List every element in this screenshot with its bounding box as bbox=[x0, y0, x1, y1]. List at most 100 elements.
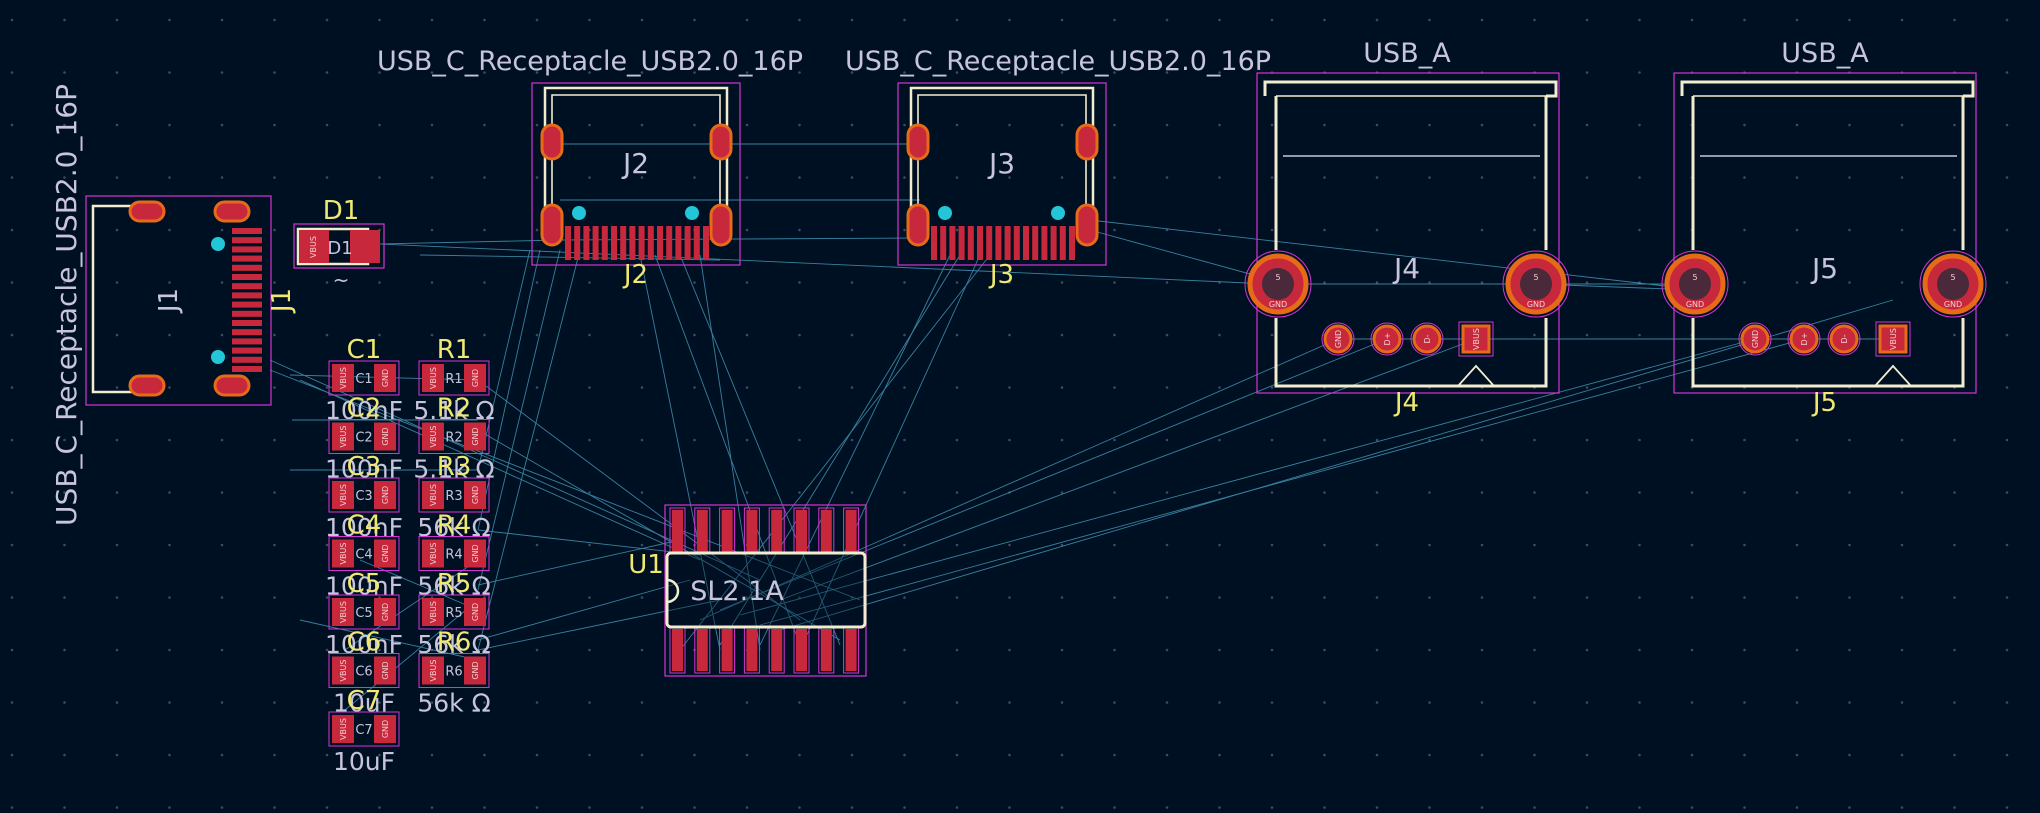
pad-1[interactable] bbox=[422, 598, 444, 626]
usbc-signal-pad[interactable] bbox=[565, 226, 571, 260]
usbc-signal-pad[interactable] bbox=[684, 226, 691, 260]
usbc-signal-pad[interactable] bbox=[638, 226, 645, 260]
usbc-signal-pad[interactable] bbox=[232, 310, 262, 317]
pad-1[interactable] bbox=[332, 656, 354, 685]
usbc-signal-pad[interactable] bbox=[693, 226, 700, 260]
usbc-signal-pad[interactable] bbox=[232, 274, 262, 280]
pad-1[interactable] bbox=[422, 539, 444, 568]
usbc-signal-pad[interactable] bbox=[1050, 226, 1057, 260]
j1-signal-pads[interactable] bbox=[232, 228, 262, 372]
u1-pads-bottom[interactable] bbox=[669, 626, 860, 674]
pad-2[interactable] bbox=[464, 422, 486, 451]
j4-pin-4[interactable]: VBUS bbox=[1458, 321, 1494, 357]
usbc-signal-pad[interactable] bbox=[232, 301, 262, 308]
usbc-signal-pad[interactable] bbox=[967, 226, 974, 260]
usbc-signal-pad[interactable] bbox=[1032, 226, 1039, 260]
usbc-signal-pad[interactable] bbox=[611, 226, 617, 260]
usbc-signal-pad[interactable] bbox=[574, 226, 581, 260]
pad-1[interactable] bbox=[332, 481, 354, 509]
pad-2[interactable] bbox=[374, 539, 396, 568]
usbc-signal-pad[interactable] bbox=[1059, 226, 1066, 260]
usbc-signal-pad[interactable] bbox=[232, 292, 262, 299]
j3-signal-pads[interactable] bbox=[931, 226, 1075, 260]
u1-pad[interactable] bbox=[672, 510, 683, 552]
pad-2[interactable] bbox=[374, 364, 396, 392]
pad-2[interactable] bbox=[464, 481, 486, 509]
u1-pad[interactable] bbox=[721, 510, 733, 552]
j5-pin-2[interactable]: D+ bbox=[1787, 322, 1821, 356]
pad-2[interactable] bbox=[374, 422, 396, 451]
usbc-signal-pad[interactable] bbox=[647, 226, 654, 260]
u1-pad[interactable] bbox=[696, 510, 708, 552]
pad-1[interactable] bbox=[332, 364, 354, 392]
u1-pad[interactable] bbox=[820, 629, 832, 671]
usbc-signal-pad[interactable] bbox=[232, 347, 262, 354]
d1-pad-1[interactable] bbox=[299, 230, 329, 263]
j5-shield-pad-left[interactable]: 5 GND bbox=[1661, 250, 1729, 318]
j4-pin-2[interactable]: D+ bbox=[1370, 322, 1404, 356]
usbc-signal-pad[interactable] bbox=[232, 264, 262, 271]
usbc-signal-pad[interactable] bbox=[232, 356, 262, 363]
usbc-signal-pad[interactable] bbox=[949, 226, 956, 260]
usbc-signal-pad[interactable] bbox=[232, 246, 262, 253]
usbc-signal-pad[interactable] bbox=[620, 226, 627, 260]
pad-1[interactable] bbox=[422, 422, 444, 451]
usbc-signal-pad[interactable] bbox=[977, 226, 983, 260]
d1-pad-2[interactable] bbox=[350, 230, 380, 263]
u1-pad[interactable] bbox=[796, 629, 807, 671]
pad-2[interactable] bbox=[374, 715, 396, 743]
u1-pad[interactable] bbox=[845, 510, 857, 552]
usbc-signal-pad[interactable] bbox=[995, 226, 1002, 260]
usbc-signal-pad[interactable] bbox=[931, 226, 937, 260]
footprint-d1[interactable]: VBUS D1 D1 ~ bbox=[293, 196, 385, 292]
usbc-signal-pad[interactable] bbox=[958, 226, 965, 260]
usbc-signal-pad[interactable] bbox=[1041, 226, 1048, 260]
usbc-signal-pad[interactable] bbox=[232, 228, 262, 234]
j5-shield-pad-right[interactable]: 5 GND bbox=[1919, 250, 1987, 318]
pad-1[interactable] bbox=[332, 598, 354, 626]
usbc-signal-pad[interactable] bbox=[232, 320, 262, 326]
usbc-signal-pad[interactable] bbox=[232, 366, 262, 372]
u1-pad[interactable] bbox=[796, 510, 807, 552]
usbc-signal-pad[interactable] bbox=[592, 226, 599, 260]
j4-pin-1[interactable]: GND bbox=[1321, 322, 1355, 356]
j5-pin-3[interactable]: D- bbox=[1827, 322, 1861, 356]
footprint-j1[interactable]: USB_C_Receptacle_USB2.0_16P J1 J1 bbox=[50, 84, 297, 526]
pad-1[interactable] bbox=[422, 656, 444, 685]
usbc-signal-pad[interactable] bbox=[1023, 226, 1029, 260]
usbc-signal-pad[interactable] bbox=[666, 226, 673, 260]
usbc-signal-pad[interactable] bbox=[1004, 226, 1011, 260]
j5-pin-1[interactable]: GND bbox=[1738, 322, 1772, 356]
pad-2[interactable] bbox=[374, 656, 396, 685]
pad-2[interactable] bbox=[464, 598, 486, 626]
pad-1[interactable] bbox=[332, 539, 354, 568]
usbc-signal-pad[interactable] bbox=[232, 283, 262, 290]
usbc-signal-pad[interactable] bbox=[986, 226, 993, 260]
j5-pin-4[interactable]: VBUS bbox=[1875, 321, 1911, 357]
pad-2[interactable] bbox=[374, 481, 396, 509]
usbc-signal-pad[interactable] bbox=[1069, 226, 1075, 260]
pad-2[interactable] bbox=[464, 656, 486, 685]
j3-shield-pads[interactable] bbox=[906, 123, 1099, 247]
usbc-signal-pad[interactable] bbox=[232, 338, 262, 345]
usbc-signal-pad[interactable] bbox=[583, 226, 590, 260]
j4-shield-pad-left[interactable]: 5 GND bbox=[1244, 250, 1312, 318]
pad-2[interactable] bbox=[374, 598, 396, 626]
u1-pad[interactable] bbox=[771, 629, 783, 671]
j4-shield-pad-right[interactable]: 5 GND bbox=[1502, 250, 1570, 318]
usbc-signal-pad[interactable] bbox=[1013, 226, 1020, 260]
footprint-j5[interactable]: 5 GND 5 GND GND D+ D- VBUS J5 J5 USB_A bbox=[1661, 38, 1987, 418]
usbc-signal-pad[interactable] bbox=[675, 226, 682, 260]
pad-1[interactable] bbox=[332, 715, 354, 743]
j1-shield-pads[interactable] bbox=[128, 200, 251, 397]
pad-2[interactable] bbox=[464, 364, 486, 392]
